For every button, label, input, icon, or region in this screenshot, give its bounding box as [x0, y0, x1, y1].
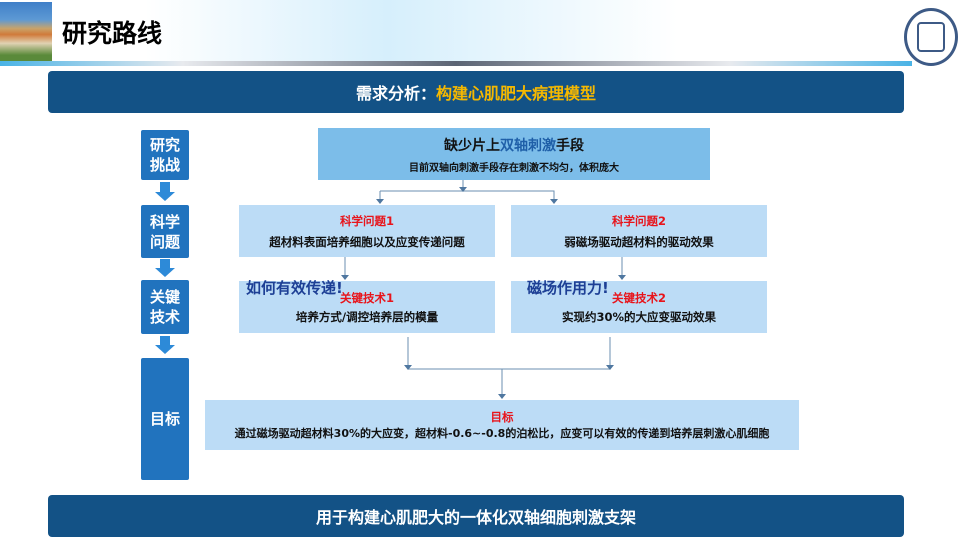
side-step-tech: 关键技术	[141, 280, 189, 334]
tech-label-2: 关键技术2	[611, 290, 666, 305]
requirement-bar: 需求分析：构建心肌肥大病理模型	[48, 71, 904, 113]
tech-callout-2: 磁场作用力!	[527, 279, 609, 297]
challenge-desc: 目前双轴向刺激手段存在刺激不均匀，体积庞大	[409, 162, 619, 174]
science-label-2: 科学问题2	[611, 213, 666, 228]
conclusion-bar: 用于构建心肌肥大的一体化双轴细胞刺激支架	[48, 495, 904, 537]
university-seal-logo	[904, 8, 958, 66]
goal-desc: 通过磁场驱动超材料30%的大应变，超材料-0.6~-0.8的泊松比，应变可以有效…	[234, 427, 770, 440]
challenge-title: 缺少片上双轴刺激手段	[444, 137, 584, 154]
header-banner	[0, 0, 968, 64]
side-step-goal: 目标	[141, 358, 189, 480]
goal-box: 目标 通过磁场驱动超材料30%的大应变，超材料-0.6~-0.8的泊松比，应变可…	[205, 400, 799, 450]
requirement-prefix: 需求分析：	[355, 84, 436, 103]
seal-emblem-icon	[917, 22, 945, 52]
campus-building-photo	[0, 2, 52, 61]
side-arrows	[155, 182, 175, 354]
tech-desc-1: 培养方式/调控培养层的模量	[295, 309, 439, 324]
requirement-highlight: 构建心肌肥大病理模型	[436, 84, 597, 103]
challenge-box: 缺少片上双轴刺激手段 目前双轴向刺激手段存在刺激不均匀，体积庞大	[318, 128, 710, 180]
tech-desc-2: 实现约30%的大应变驱动效果	[561, 309, 717, 324]
tech-callout-1: 如何有效传递!	[246, 279, 343, 297]
goal-label: 目标	[490, 410, 514, 424]
tech-label-1: 关键技术1	[339, 290, 394, 305]
science-desc-1: 超材料表面培养细胞以及应变传递问题	[269, 234, 465, 249]
side-step-challenge: 研究挑战	[141, 130, 189, 180]
science-desc-2: 弱磁场驱动超材料的驱动效果	[564, 234, 714, 249]
conclusion-text: 用于构建心肌肥大的一体化双轴细胞刺激支架	[315, 508, 636, 527]
header-divider	[0, 61, 912, 66]
page-title: 研究路线	[62, 19, 163, 48]
side-step-science: 科学问题	[141, 205, 189, 258]
science-box-2: 科学问题2 弱磁场驱动超材料的驱动效果	[511, 205, 767, 257]
tech-box-1: 关键技术1 培养方式/调控培养层的模量	[239, 281, 495, 333]
science-box-1: 科学问题1 超材料表面培养细胞以及应变传递问题	[239, 205, 495, 257]
science-label-1: 科学问题1	[339, 213, 394, 228]
tech-box-2: 关键技术2 实现约30%的大应变驱动效果	[511, 281, 767, 333]
